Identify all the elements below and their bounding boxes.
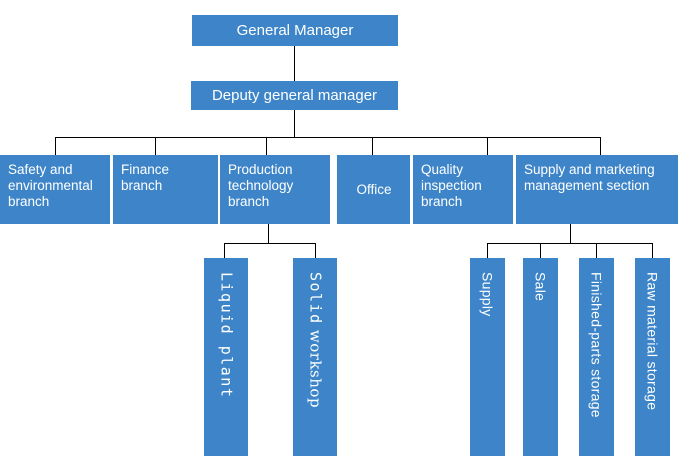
- connector-gm-to-deputy: [294, 46, 295, 81]
- node-raw-material-storage[interactable]: Raw material storage: [635, 258, 670, 456]
- node-solid-workshop-label-part-b: workshop: [306, 324, 325, 409]
- node-solid-workshop-label: Solid workshop: [306, 258, 325, 456]
- node-safety-and-environmental-branch[interactable]: Safety and environmental branch: [0, 155, 110, 224]
- connector-drop-sale: [540, 243, 541, 258]
- node-finished-parts-storage[interactable]: Finished-parts storage: [579, 258, 614, 456]
- connector-drop-finance: [155, 137, 156, 155]
- connector-drop-supply-dept: [487, 243, 488, 258]
- node-solid-workshop-label-part-a: Solid: [306, 272, 325, 325]
- connector-deputy-to-bus: [294, 110, 295, 138]
- connector-drop-safety: [55, 137, 56, 155]
- node-liquid-plant-label: Liquid plant: [217, 272, 236, 399]
- node-sale[interactable]: Sale: [523, 258, 558, 456]
- connector-drop-office: [372, 137, 373, 155]
- connector-drop-quality: [487, 137, 488, 155]
- node-deputy-general-manager-label: Deputy general manager: [211, 86, 378, 104]
- connector-drop-raw-material: [652, 243, 653, 258]
- connector-supply-bus: [487, 243, 652, 244]
- node-supply-and-marketing-management-section-label: Supply and marketing management section: [524, 162, 655, 193]
- node-general-manager[interactable]: General Manager: [192, 15, 398, 46]
- connector-drop-production: [266, 137, 267, 155]
- connector-drop-finished-parts: [596, 243, 597, 258]
- node-deputy-general-manager[interactable]: Deputy general manager: [191, 81, 398, 110]
- connector-production-bus: [224, 243, 316, 244]
- node-quality-inspection-branch-label: Quality inspection branch: [421, 162, 482, 209]
- node-office-label: Office: [356, 181, 392, 197]
- node-supply-label: Supply: [479, 272, 496, 317]
- node-supply[interactable]: Supply: [470, 258, 505, 456]
- connector-supply-stem: [570, 224, 571, 244]
- connector-production-stem: [268, 224, 269, 244]
- node-general-manager-label: General Manager: [236, 21, 354, 39]
- node-liquid-plant[interactable]: Liquid plant: [204, 258, 248, 456]
- node-supply-and-marketing-management-section[interactable]: Supply and marketing management section: [516, 155, 678, 224]
- node-sale-label: Sale: [532, 272, 549, 302]
- connector-drop-liquid-plant: [224, 243, 225, 258]
- node-quality-inspection-branch[interactable]: Quality inspection branch: [413, 155, 513, 224]
- connector-drop-supply: [600, 137, 601, 155]
- node-production-technology-branch[interactable]: Production technology branch: [220, 155, 330, 224]
- node-solid-workshop[interactable]: Solid workshop: [293, 258, 337, 456]
- node-finance-branch-label: Finance branch: [121, 162, 170, 193]
- node-finance-branch[interactable]: Finance branch: [113, 155, 218, 224]
- node-production-technology-branch-label: Production technology branch: [228, 162, 294, 209]
- node-finished-parts-storage-label: Finished-parts storage: [588, 272, 605, 418]
- connector-department-bus: [55, 137, 600, 138]
- node-office[interactable]: Office: [337, 155, 410, 224]
- connector-drop-solid-workshop: [315, 243, 316, 258]
- node-safety-and-environmental-branch-label: Safety and environmental branch: [8, 162, 93, 209]
- node-raw-material-storage-label: Raw material storage: [644, 272, 661, 411]
